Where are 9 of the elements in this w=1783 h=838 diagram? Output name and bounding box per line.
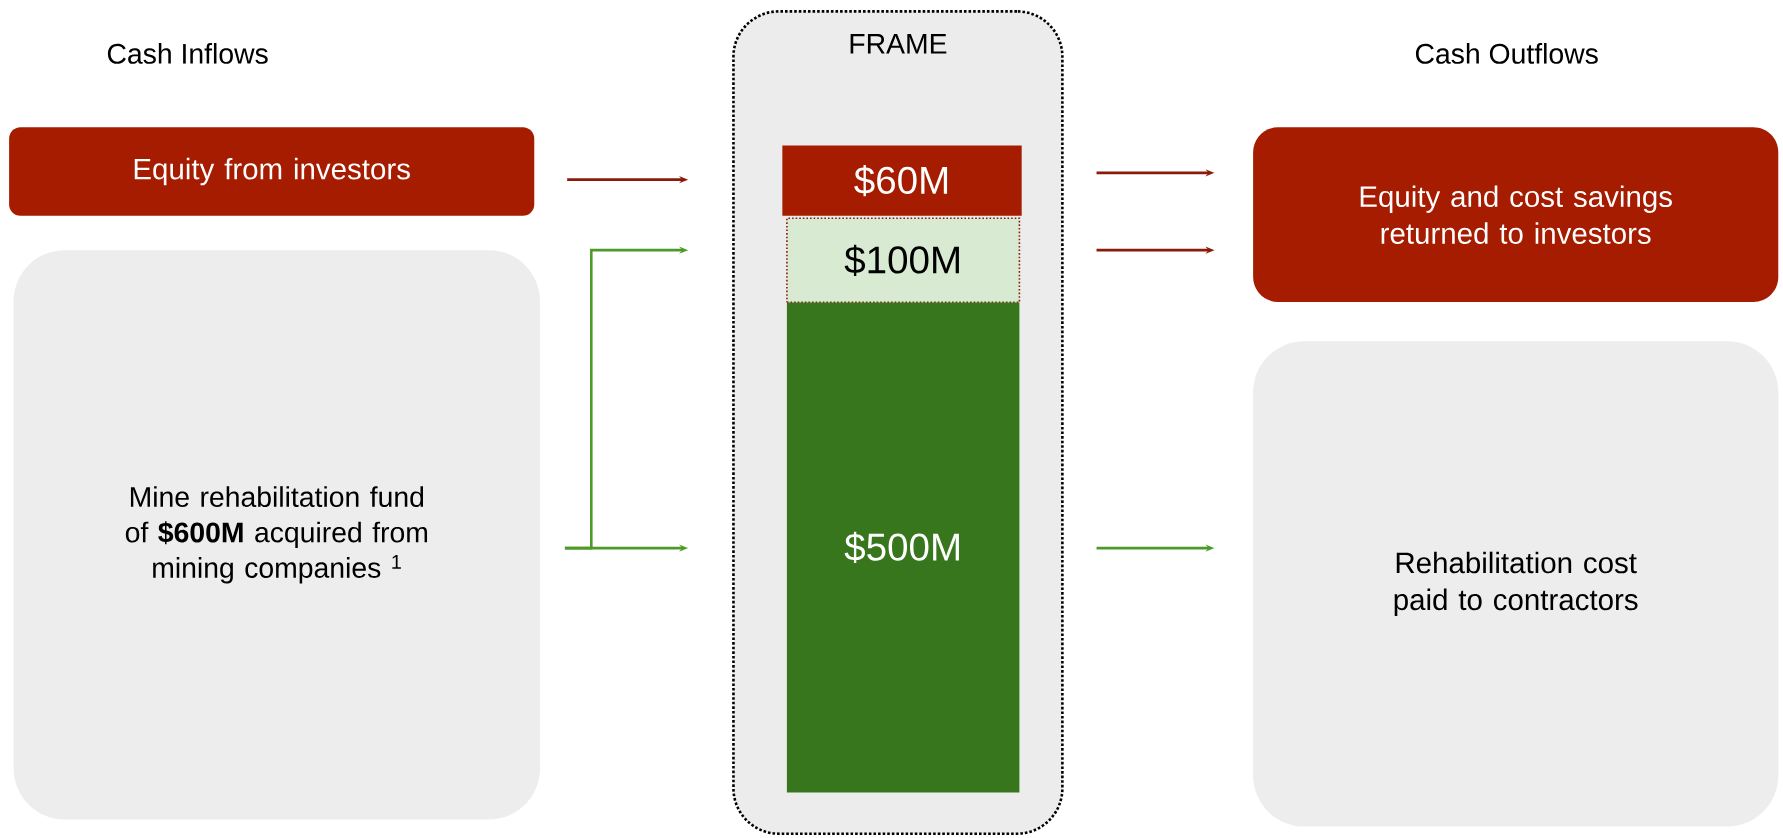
process-box: Equity and cost savings returned to investors [1253, 127, 1779, 302]
process-box: Rehabilitation cost paid to contractors [1253, 341, 1779, 827]
fund-box: Mine rehabilitation fund of $600M acquired from mining companies $^{1}$ [13, 250, 540, 820]
bar-segment: $100M [786, 217, 1021, 304]
bar-segment: $500M [786, 302, 1020, 793]
process-box: Equity from investors [9, 127, 535, 216]
heading-text: Cash Inflows [107, 43, 268, 64]
bar-segment: $60M [782, 145, 1022, 216]
heading-text: Cash Outflows [1415, 43, 1598, 64]
